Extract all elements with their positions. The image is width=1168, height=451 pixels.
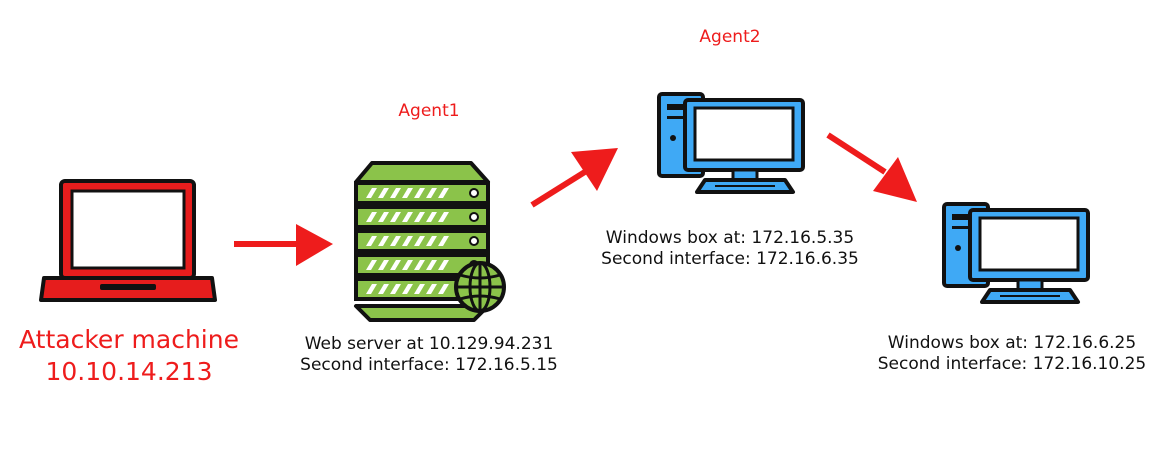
- attacker-ip: 10.10.14.213: [45, 357, 213, 386]
- arrow-attacker-to-agent1: [234, 224, 333, 266]
- arrow-agent2-to-target: [826, 132, 917, 202]
- agent1-tag: Agent1: [398, 101, 460, 121]
- target-second-interface: Second interface: 172.16.10.25: [877, 354, 1147, 374]
- target-address: Windows box at: 172.16.6.25: [887, 333, 1137, 353]
- agent2-address: Windows box at: 172.16.5.35: [605, 228, 855, 248]
- arrow-agent1-to-agent2: [530, 148, 618, 208]
- agent2-info: Windows box at: 172.16.5.35 Second inter…: [580, 228, 880, 270]
- attacker-name: Attacker machine: [19, 325, 239, 354]
- server-rack-unit: [354, 205, 490, 229]
- server-rack-unit: [354, 181, 490, 205]
- attacker-label: Attacker machine 10.10.14.213: [0, 324, 258, 388]
- target-info: Windows box at: 172.16.6.25 Second inter…: [862, 333, 1162, 375]
- server-globe-icon: [354, 161, 506, 322]
- agent2-second-interface: Second interface: 172.16.6.35: [601, 249, 859, 269]
- agent1-second-interface: Second interface: 172.16.5.15: [300, 355, 558, 375]
- agent1-address: Web server at 10.129.94.231: [304, 334, 554, 354]
- agent2-tag: Agent2: [699, 27, 761, 47]
- desktop-computer-icon: [942, 202, 1090, 304]
- server-rack-unit: [354, 229, 490, 253]
- agent1-info: Web server at 10.129.94.231 Second inter…: [279, 334, 579, 376]
- desktop-computer-icon: [657, 92, 805, 194]
- laptop-icon: [39, 179, 217, 302]
